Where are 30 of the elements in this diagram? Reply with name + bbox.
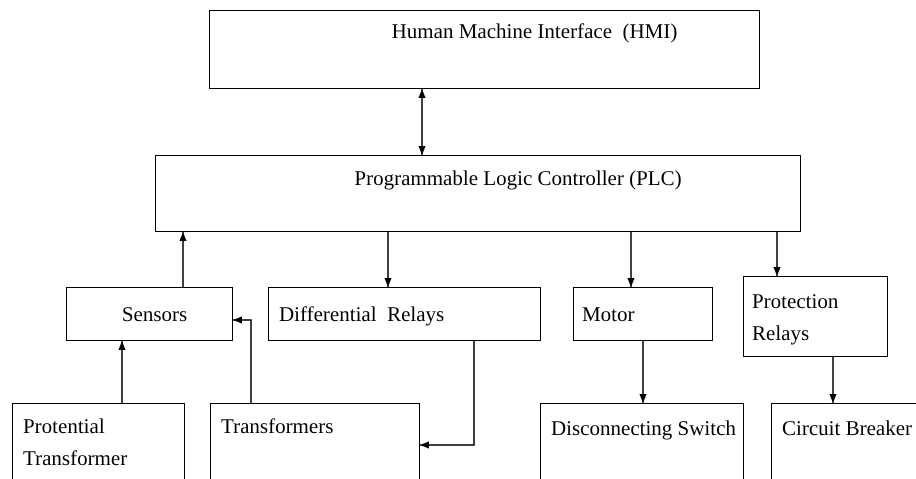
arrow (639, 341, 647, 403)
process-box (268, 287, 541, 341)
process-box (771, 403, 916, 479)
process-box (210, 403, 420, 479)
box-label: Sensors (122, 301, 188, 328)
box-label: Human Machine Interface (HMI) (392, 18, 678, 45)
process-box (209, 10, 760, 89)
box-label: Disconnecting Switch (551, 415, 736, 442)
box-label: Motor (582, 301, 634, 328)
arrow (384, 232, 392, 287)
arrow (829, 357, 837, 403)
box-label: Programmable Logic Controller (PLC) (354, 165, 682, 192)
process-box (743, 276, 888, 357)
arrow (233, 316, 252, 403)
box-label: Protential Transformer (23, 413, 128, 472)
process-box (573, 287, 713, 341)
arrow (179, 232, 187, 287)
arrow (627, 232, 635, 287)
box-label: Differential Relays (279, 301, 444, 328)
box-label: Transformers (221, 413, 334, 440)
process-box (155, 155, 801, 232)
arrow (418, 89, 426, 155)
process-box (12, 403, 185, 479)
box-label: Protection Relays (752, 288, 840, 346)
arrow (420, 341, 475, 449)
arrow (118, 341, 126, 403)
process-box (66, 287, 233, 341)
arrow (773, 232, 781, 276)
box-label: Circuit Breaker (782, 415, 912, 442)
process-box (540, 403, 744, 479)
